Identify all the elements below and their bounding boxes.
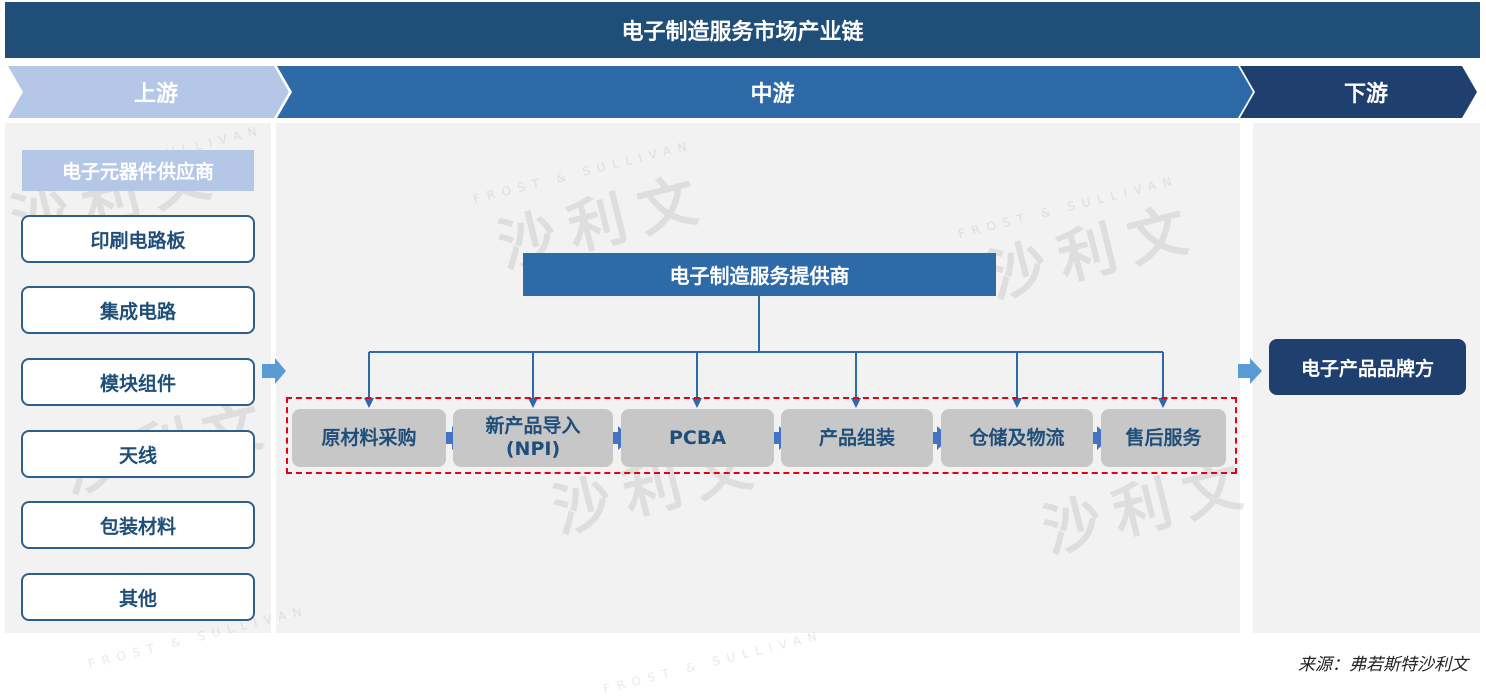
midstream-to-downstream-arrow — [1238, 358, 1262, 384]
upstream-item: 印刷电路板 — [21, 215, 255, 263]
process-step: 原材料采购 — [292, 409, 446, 467]
stage-label-downstream: 下游 — [1343, 82, 1388, 107]
branch-arrowheads — [364, 398, 1168, 408]
process-step: 仓储及物流 — [941, 409, 1093, 467]
upstream-item: 模块组件 — [21, 358, 255, 406]
process-group-outline — [286, 397, 1237, 474]
source-note: 来源：弗若斯特沙利文 — [1298, 655, 1468, 675]
upstream-item: 集成电路 — [21, 286, 255, 334]
midstream-chevron — [277, 66, 1253, 118]
stage-chevrons — [8, 66, 1477, 118]
downstream-chevron — [1240, 66, 1477, 118]
provider-branch-lines — [368, 296, 1164, 399]
upstream-to-midstream-arrow — [262, 358, 286, 384]
upstream-chevron — [8, 66, 289, 118]
process-step: 产品组装 — [781, 409, 933, 467]
downstream-brand-box: 电子产品品牌方 — [1269, 339, 1466, 395]
stage-label-upstream: 上游 — [133, 82, 178, 107]
upstream-item: 天线 — [21, 430, 255, 478]
ems-provider-box: 电子制造服务提供商 — [523, 253, 996, 296]
midstream-panel — [276, 123, 1240, 633]
upstream-item: 其他 — [21, 573, 255, 621]
process-step: 新产品导入 (NPI) — [453, 409, 613, 467]
upstream-category-header: 电子元器件供应商 — [22, 150, 254, 191]
process-step: 售后服务 — [1101, 409, 1226, 467]
stage-label-midstream: 中游 — [750, 82, 795, 107]
page-title: 电子制造服务市场产业链 — [5, 2, 1480, 58]
upstream-item: 包装材料 — [21, 501, 255, 549]
process-step: PCBA — [621, 409, 774, 467]
